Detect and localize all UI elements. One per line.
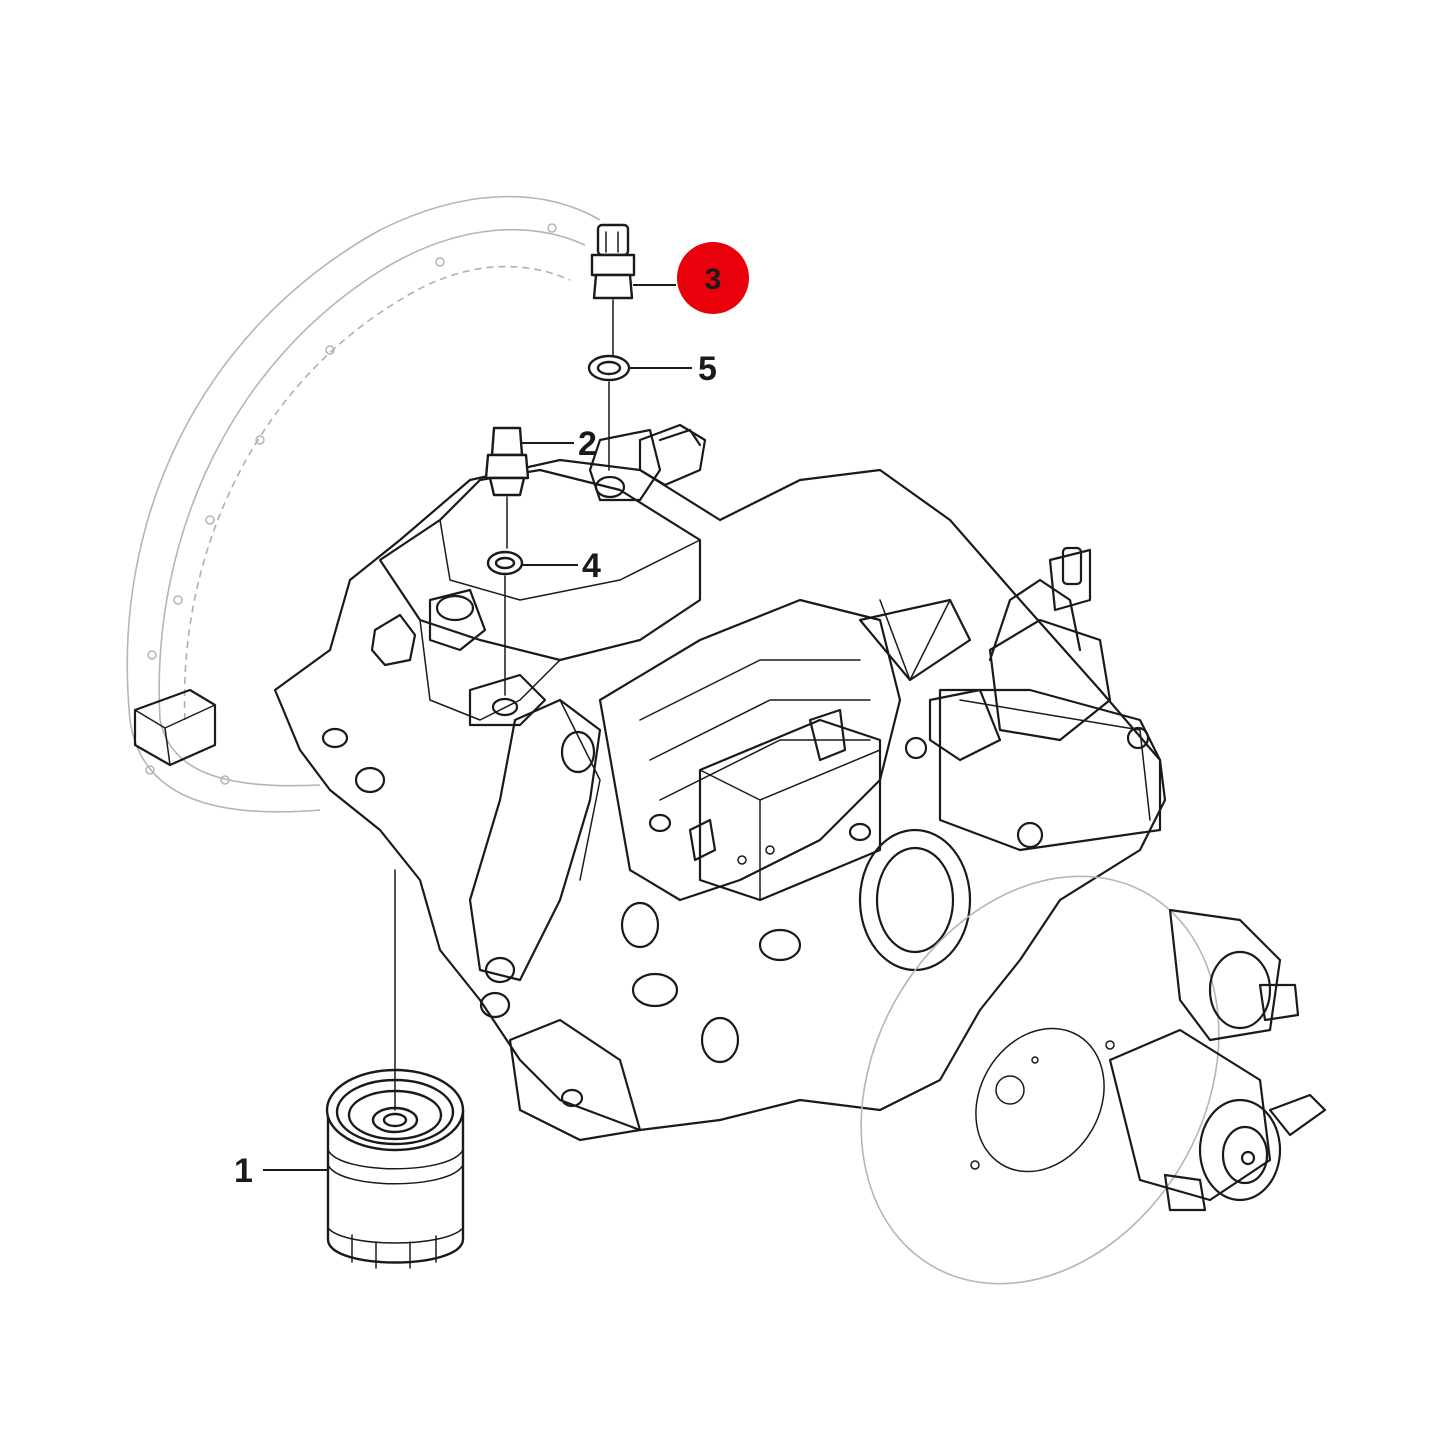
callout-2: 2: [522, 425, 597, 463]
washer-part-4: [486, 550, 524, 696]
callout-5-label: 5: [698, 350, 717, 388]
callout-2-label: 2: [578, 425, 597, 463]
callout-5: 5: [629, 350, 717, 388]
oil-filter-part: [325, 869, 465, 1269]
output-flange: [860, 875, 1220, 1285]
callout-4-label: 4: [582, 547, 601, 585]
pressure-switch-part: [484, 426, 530, 549]
housing-bolt-holes: [145, 223, 557, 785]
callout-3: 3: [633, 242, 749, 314]
pressure-sensor-part: [590, 223, 636, 356]
callout-1: 1: [234, 1152, 328, 1190]
callout-3-highlight-badge: [677, 242, 749, 314]
transmission-body: [273, 423, 1167, 1142]
flywheel-housing: [126, 195, 601, 813]
actuator: [1108, 908, 1327, 1212]
callout-1-label: 1: [234, 1152, 253, 1190]
washer-part-5: [587, 354, 631, 471]
callout-4: 4: [522, 547, 601, 585]
callout-3-label: 3: [705, 263, 722, 296]
